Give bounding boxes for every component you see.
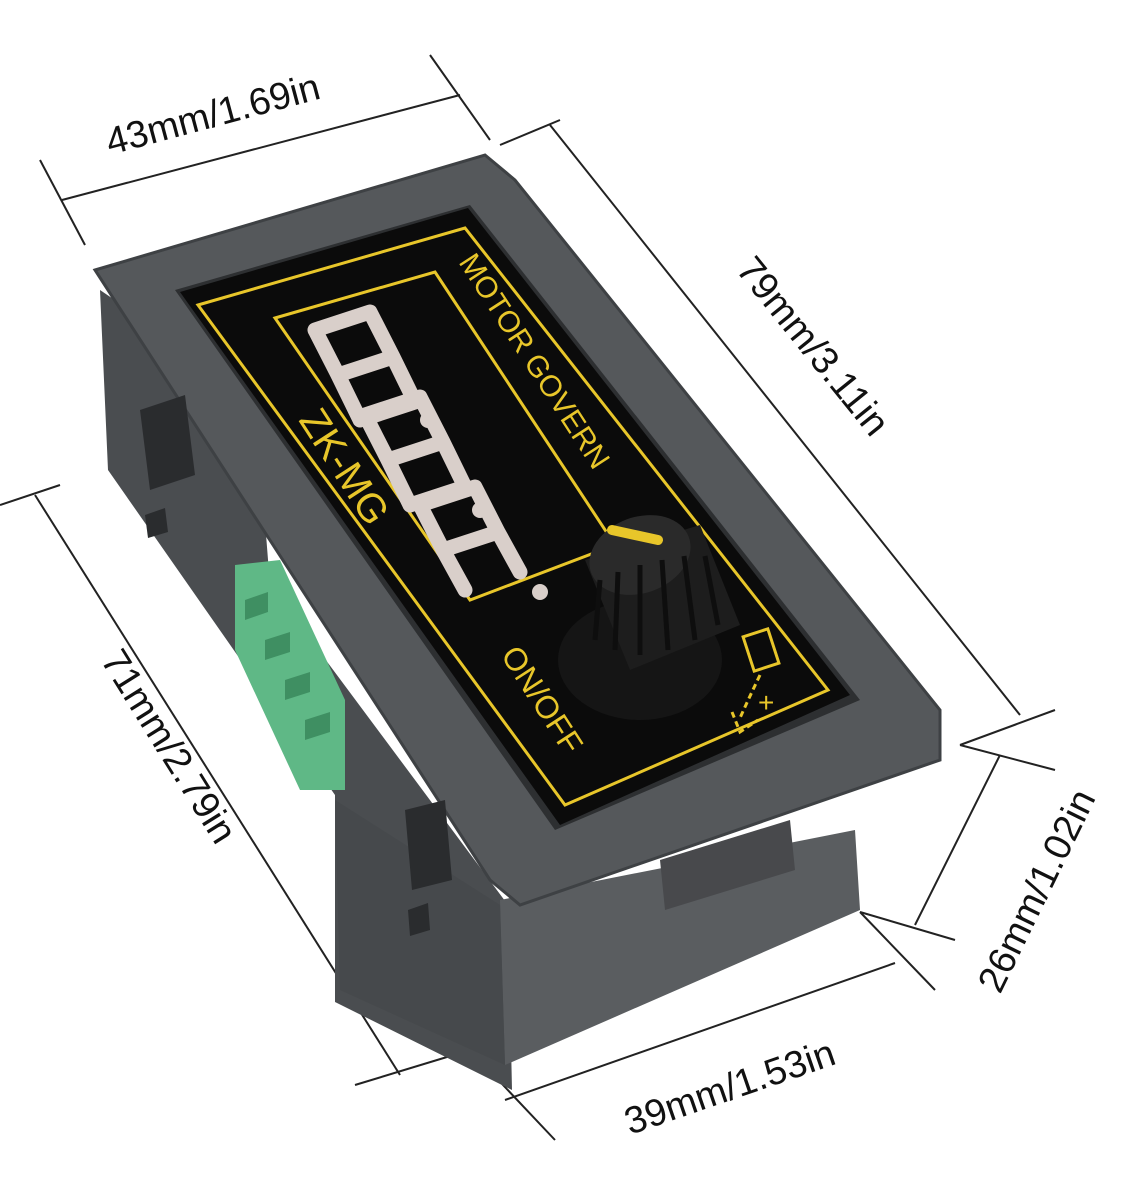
motor-governor-device: MOTOR GOVERN ZK-MG ON/OFF + [92, 153, 942, 1090]
decimal-points [420, 412, 548, 600]
indicator-icon [741, 626, 781, 674]
terminal-block [235, 560, 345, 790]
dimension-lines [0, 54, 1056, 1141]
side-clip-lower [405, 800, 452, 890]
top-width-label: 43mm/1.69in [101, 66, 324, 163]
depth-label: 26mm/1.02in [970, 783, 1104, 999]
speed-knob[interactable] [558, 502, 740, 720]
left-length-label: 71mm/2.79in [92, 643, 244, 852]
direction-arrow-icon [730, 674, 762, 735]
digit-1 [307, 304, 423, 428]
housing-front-side [500, 830, 860, 1065]
right-length-label: 79mm/3.11in [728, 249, 897, 444]
panel-border [195, 226, 831, 807]
side-clip-lower-small [408, 903, 430, 936]
side-clip-top [140, 395, 195, 490]
knob-pointer [607, 525, 663, 545]
plus-sign: + [758, 687, 774, 718]
side-clip-small [145, 508, 168, 538]
front-clip [660, 820, 795, 910]
